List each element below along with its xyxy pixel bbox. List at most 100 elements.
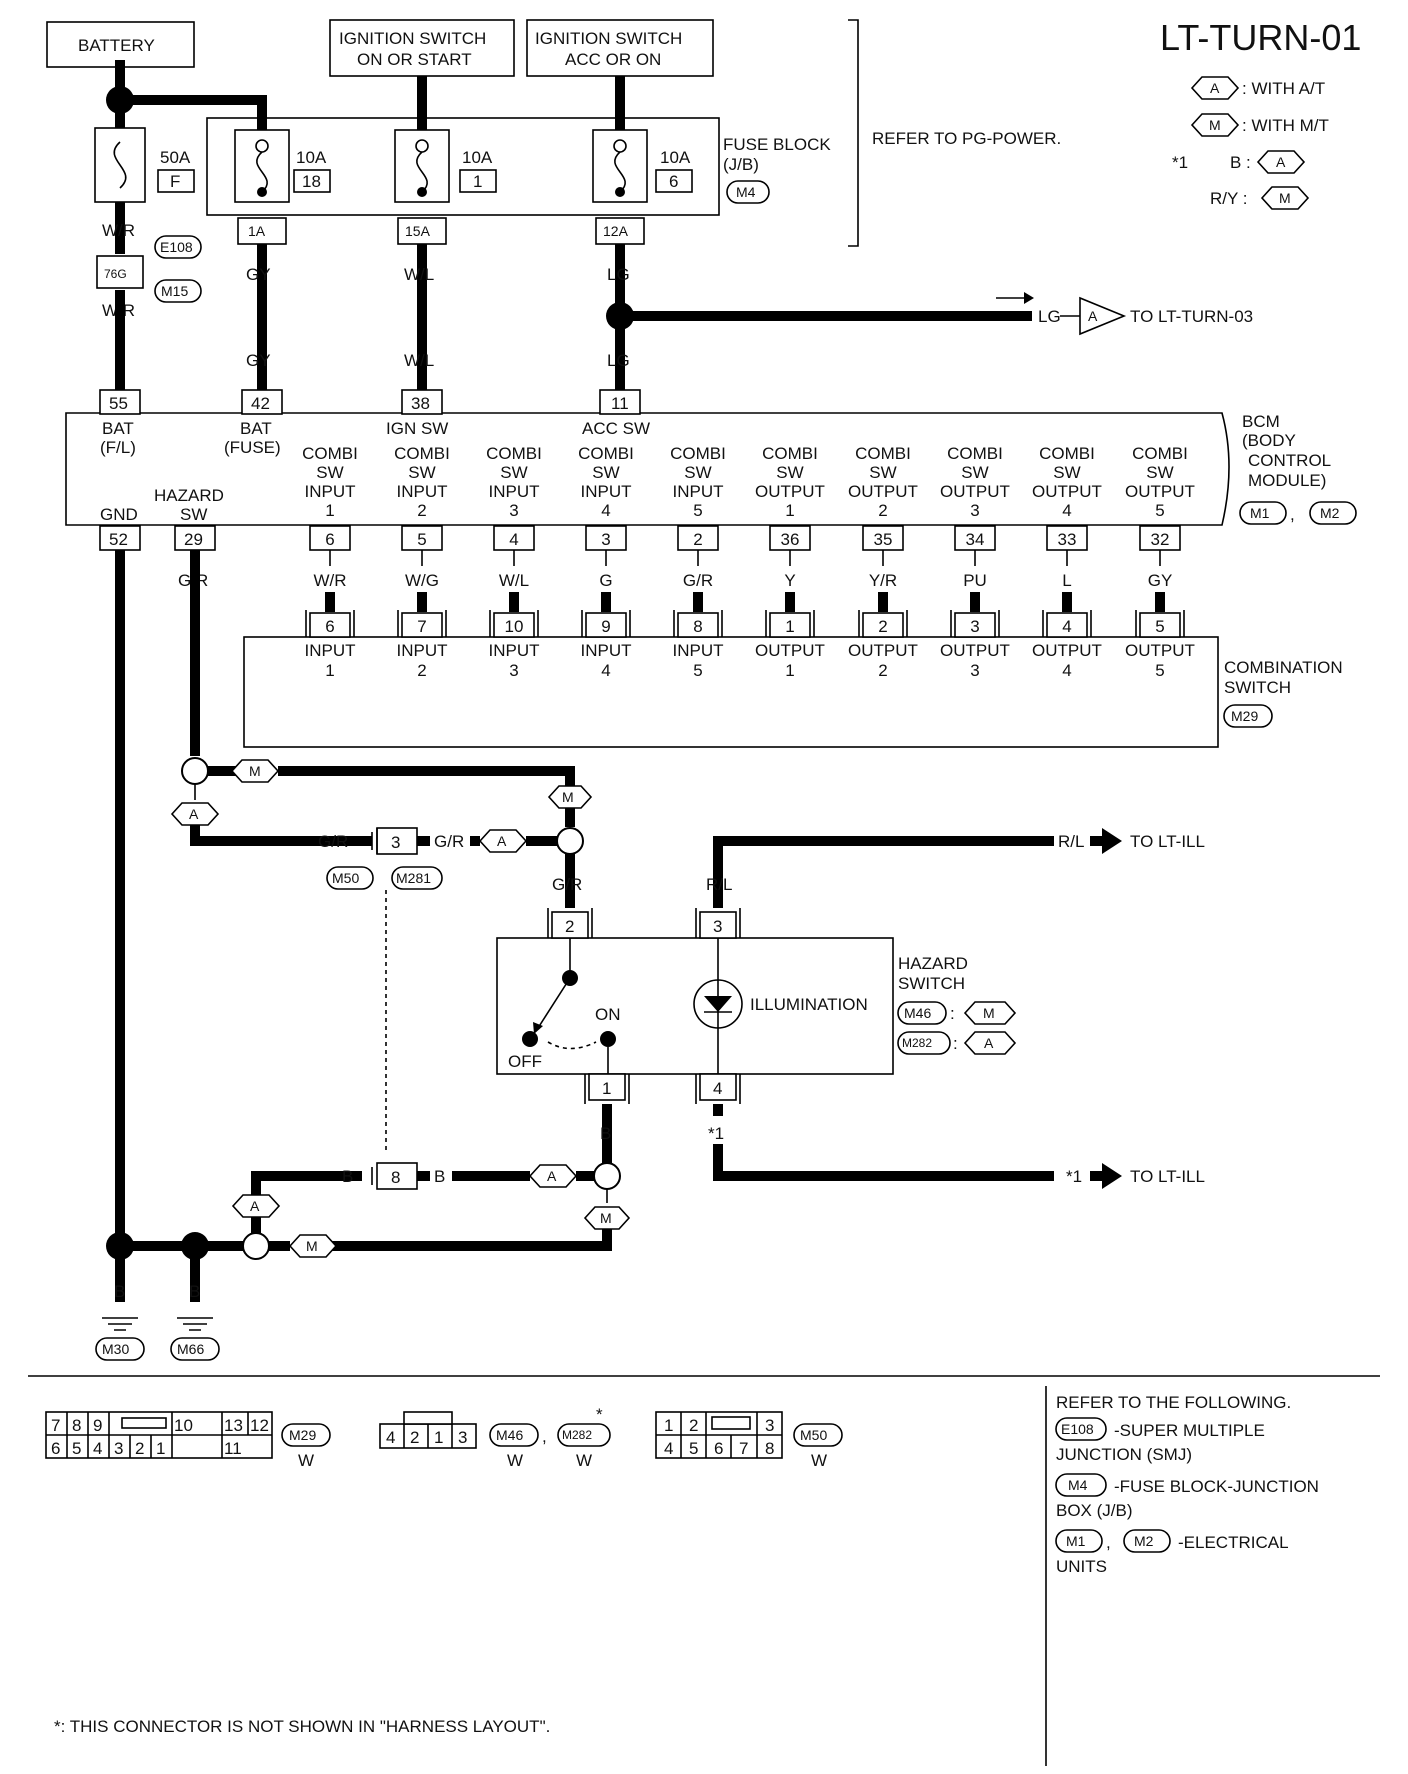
bcm-combi-1-label-3: INPUT — [305, 482, 356, 501]
bcm-combi-2-pin-box — [401, 525, 443, 551]
hazard-pin-2: 2 — [565, 917, 574, 936]
fuse-block-label-1: FUSE BLOCK — [723, 135, 831, 154]
lt03-tag: A — [1088, 308, 1098, 324]
fuse-18-amp: 10A — [296, 148, 327, 167]
m29-pin-8: 8 — [72, 1416, 81, 1435]
inline-conn-m281-tag — [391, 866, 443, 890]
m46-view-color: W — [507, 1451, 523, 1470]
illumination-label: ILLUMINATION — [750, 995, 868, 1014]
hazard-switch-m282-tag — [897, 1031, 951, 1055]
hazard-pin-3-bracket — [695, 908, 741, 938]
bcm-combi-1-label-4: 1 — [325, 501, 334, 520]
fuse-6-top-term — [613, 139, 627, 153]
combi-switch-pin-5-box — [677, 612, 719, 638]
hazard-pin-4-box — [699, 1073, 737, 1101]
m50-pin-8: 8 — [765, 1439, 774, 1458]
bcm-pin-38-box — [401, 389, 443, 415]
terminal-12a-box — [595, 217, 645, 245]
battery-box — [46, 21, 195, 68]
bcm-m1-tag — [1239, 501, 1287, 525]
terminal-15a: 15A — [397, 217, 447, 245]
m46-pin-4: 4 — [386, 1428, 395, 1447]
combi-switch-pin-3-label-1: INPUT — [489, 641, 540, 660]
combi-switch-pin-7: 2 — [878, 617, 887, 636]
combination-switch-label-1: COMBINATION — [1224, 658, 1343, 677]
bcm-combi-1-pin-box — [309, 525, 351, 551]
fuse-block-bracket — [848, 19, 859, 247]
ground-m66: M66 — [177, 1341, 204, 1357]
combi-switch-pin-8-bracket — [950, 610, 1000, 637]
star-wire — [713, 1144, 1054, 1181]
fuse-1-bottom-term — [417, 187, 427, 197]
hazard-m-tag2-shape — [547, 785, 593, 809]
bcm-combi-8-pin: 34 — [966, 530, 985, 549]
bottom-a-tag: A — [250, 1198, 260, 1214]
fuse-18-bottom-term — [257, 187, 267, 197]
bottom-m-tag2-shape — [583, 1206, 631, 1230]
bottom-ground-node — [242, 1232, 270, 1260]
combi-switch-pin-7-box — [862, 612, 904, 638]
wire-star-right: *1 — [1066, 1167, 1082, 1186]
bcm-pin-42: 42 — [251, 394, 270, 413]
hazard-a-tag: A — [189, 806, 199, 822]
refer-m4-text-1: -FUSE BLOCK-JUNCTION — [1114, 1477, 1319, 1496]
combi-switch-pin-1-label-2: 1 — [325, 661, 334, 680]
bcm-pin-11: 11 — [611, 394, 629, 413]
bcm-combi-10-label-1: COMBI — [1132, 444, 1188, 463]
terminal-15a-label: 15A — [405, 223, 431, 239]
combi-switch-pin-3-box — [493, 612, 535, 638]
bcm-pin-42-box — [241, 389, 283, 415]
hazard-switch-box — [496, 937, 894, 1075]
combi-switch-pin-7-bracket — [858, 610, 908, 637]
bcm-combi-6-label-3: OUTPUT — [755, 482, 825, 501]
wire-lg-bottom: LG — [607, 351, 630, 370]
legend-m-tag: M — [1209, 117, 1221, 133]
fuse-10a-18: 10A 18 — [234, 129, 331, 203]
bcm-combi-6-wire: Y — [784, 571, 795, 590]
m50-view-color: W — [811, 1451, 827, 1470]
hazard-m-route — [278, 766, 575, 786]
bcm-label-2: (BODY — [1242, 431, 1296, 450]
combi-switch-pin-4-bracket — [581, 610, 631, 637]
hazard-m-tag2: M — [562, 789, 574, 805]
bottom-m-tag2: M — [600, 1210, 612, 1226]
star-destination: TO LT-ILL — [1130, 1167, 1205, 1186]
m282-view-color: W — [576, 1451, 592, 1470]
bcm-combi-6-pin: 36 — [781, 530, 800, 549]
fuse-6-element — [614, 151, 626, 193]
m50-pin-2: 2 — [689, 1416, 698, 1435]
m29-pin-6: 6 — [51, 1439, 60, 1458]
inline-conn-m50: M50 — [332, 870, 359, 886]
bcm-combi-3-pin: 4 — [509, 530, 518, 549]
bcm-combi-9-label-3: OUTPUT — [1032, 482, 1102, 501]
hazard-switch-lever — [537, 977, 571, 1029]
hazard-switch-lever-arrow — [533, 1022, 543, 1034]
combi-switch-pin-7-label-2: 2 — [878, 661, 887, 680]
m29-pin-10: 10 — [174, 1416, 193, 1435]
hazard-a-tag-shape — [170, 802, 220, 826]
bcm-combi-4-wire: G — [599, 571, 612, 590]
combi-switch-pin-5-bracket — [673, 610, 723, 637]
hazard-pin-4-bracket — [695, 1074, 741, 1104]
hazard-branch-node — [181, 757, 209, 785]
legend-b-tag: A — [1276, 154, 1286, 170]
refer-m4-tag — [1055, 1473, 1107, 1497]
hazard-pin-1-bracket — [584, 1074, 630, 1104]
bcm-label-fl: (F/L) — [100, 438, 136, 457]
combi-switch-pin-3-label-2: 3 — [509, 661, 518, 680]
bcm-conn-separator: , — [1290, 505, 1295, 524]
ground-symbol-1: M30 — [95, 1317, 145, 1361]
fuse-6-id-box — [655, 169, 693, 193]
legend-b-line: B : — [1230, 153, 1251, 172]
bcm-combi-1-pin: 6 — [325, 530, 334, 549]
fuse-1-amp: 10A — [462, 148, 493, 167]
combi-switch-pin-10-label-1: OUTPUT — [1125, 641, 1195, 660]
legend-b-tag-shape — [1256, 150, 1306, 174]
combi-switch-pin-8-label-1: OUTPUT — [940, 641, 1010, 660]
bcm-combi-4-pin: 3 — [601, 530, 610, 549]
bcm-combi-10-wire: GY — [1148, 571, 1173, 590]
hazard-switch-label-2: SWITCH — [898, 974, 965, 993]
ground-m30-tag — [95, 1337, 145, 1361]
fuse-1-id: 1 — [473, 172, 482, 191]
bcm-label-4: MODULE) — [1248, 471, 1326, 490]
